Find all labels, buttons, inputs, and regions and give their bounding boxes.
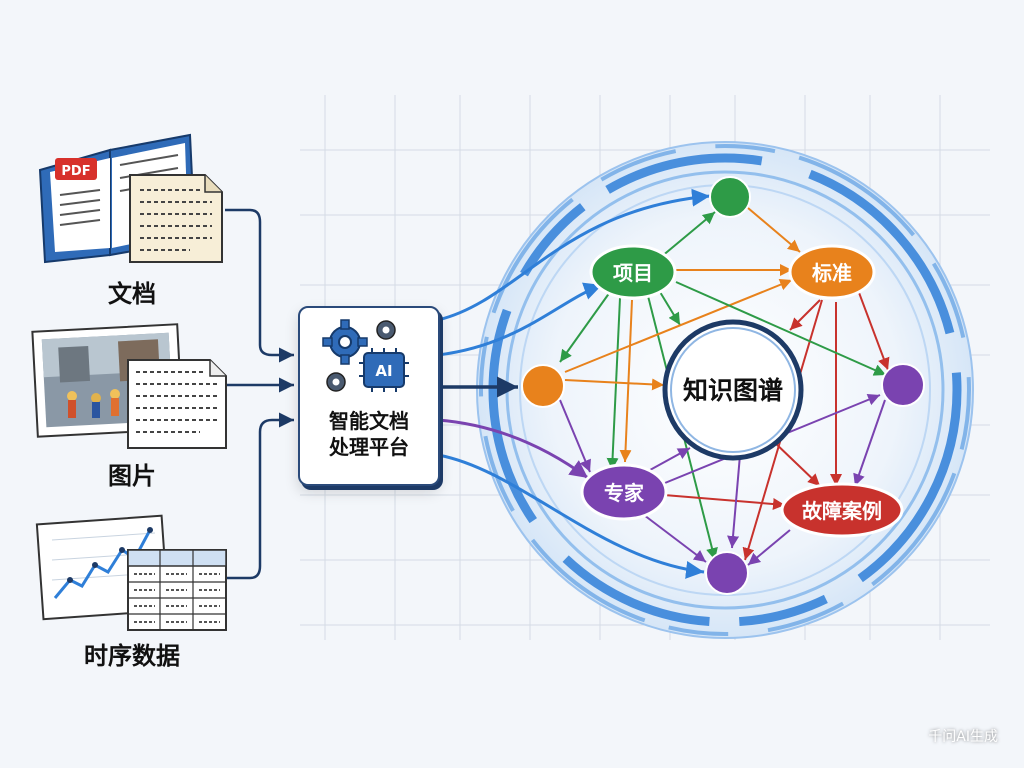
timeseries-source-label: 时序数据 bbox=[84, 642, 180, 670]
gear-icon bbox=[322, 319, 368, 365]
platform-icon-group: AI bbox=[322, 319, 409, 392]
pdf-badge bbox=[55, 158, 97, 180]
node-project bbox=[589, 244, 677, 300]
node-left-orange bbox=[521, 364, 565, 408]
node-bottom-purple bbox=[705, 551, 749, 595]
node-right-purple bbox=[881, 363, 925, 407]
node-top-green bbox=[709, 176, 751, 218]
timeseries-source-icon bbox=[35, 514, 227, 631]
image-source-icon bbox=[31, 323, 227, 449]
pdf-badge-label: PDF bbox=[61, 164, 90, 179]
platform-title-line1: 智能文档 bbox=[329, 409, 409, 433]
node-fault-label: 故障案例 bbox=[802, 499, 882, 523]
node-center-label: 知识图谱 bbox=[683, 376, 783, 405]
node-standard bbox=[788, 244, 876, 300]
ai-chip-icon: AI bbox=[359, 348, 409, 392]
platform-title-line2: 处理平台 bbox=[329, 435, 409, 459]
output-lines bbox=[437, 188, 711, 579]
graph-nodes bbox=[521, 176, 925, 595]
watermark: 千问AI生成 bbox=[928, 729, 998, 745]
node-expert bbox=[580, 463, 668, 521]
node-project-label: 项目 bbox=[613, 261, 653, 285]
node-center bbox=[662, 319, 804, 461]
ai-chip-label: AI bbox=[375, 362, 392, 380]
input-lines bbox=[225, 208, 294, 580]
node-expert-label: 专家 bbox=[604, 481, 645, 505]
platform-box: AI 智能文档 处理平台 bbox=[298, 306, 440, 486]
small-gear-icon bbox=[376, 320, 396, 340]
small-gear-icon-2 bbox=[326, 372, 346, 392]
node-standard-label: 标准 bbox=[812, 261, 852, 285]
document-source-label: 文档 bbox=[108, 280, 156, 308]
platform-title: 智能文档 处理平台 bbox=[300, 408, 438, 460]
node-fault bbox=[780, 482, 904, 538]
document-source-icon: PDF bbox=[38, 133, 223, 264]
image-source-label: 图片 bbox=[108, 462, 156, 490]
